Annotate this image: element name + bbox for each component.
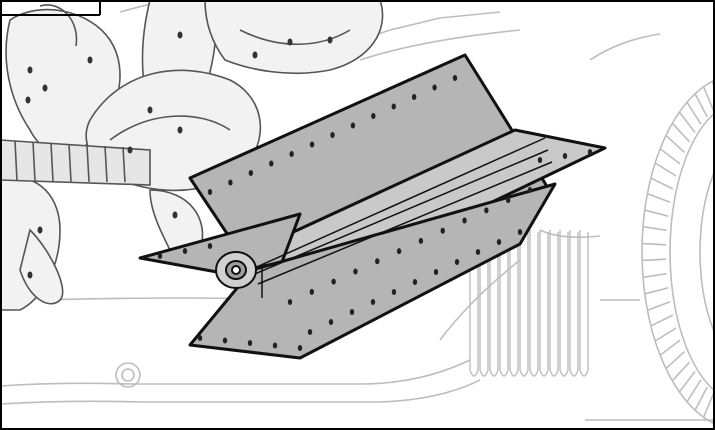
rotor-hole xyxy=(397,248,401,254)
housing-slat xyxy=(580,230,588,376)
rotor-hole xyxy=(223,338,227,344)
rotor-hole xyxy=(208,243,212,249)
rotor-hole xyxy=(350,309,354,315)
wheel-tread xyxy=(647,194,670,203)
wheel-tread xyxy=(645,210,668,216)
auger-hole xyxy=(328,37,333,44)
auger-hole xyxy=(28,67,33,74)
rotor-hole xyxy=(563,153,567,159)
rotor-hole xyxy=(538,157,542,163)
rotor-hole xyxy=(310,142,314,148)
wheel-tread xyxy=(642,244,666,245)
wheel-tread xyxy=(651,315,673,326)
wheel-tread xyxy=(655,328,676,341)
rotor-hole xyxy=(434,269,438,275)
wheel-tread xyxy=(679,112,695,132)
auger-hole xyxy=(288,39,293,46)
wheel-tread xyxy=(660,340,680,355)
rotor-hole xyxy=(330,132,334,138)
rotor-hole xyxy=(484,207,488,213)
rotor-hole xyxy=(273,343,277,349)
auger-hole xyxy=(178,127,183,134)
rotor-hole xyxy=(588,149,592,155)
shaft-hub-icon xyxy=(216,252,256,288)
rotor-hole xyxy=(441,228,445,234)
rotor-hole xyxy=(228,180,232,186)
rotor-hole xyxy=(198,335,202,341)
rotor-hole xyxy=(208,189,212,195)
wheel-tread xyxy=(672,362,689,381)
housing-wheel-icon xyxy=(642,74,715,430)
rotor-hole xyxy=(308,329,312,335)
rotor-hole xyxy=(497,239,501,245)
rotor-hole xyxy=(413,279,417,285)
auger-hole xyxy=(128,147,133,154)
rotor-hole xyxy=(310,289,314,295)
rotor-hole xyxy=(249,170,253,176)
rotor-hole xyxy=(375,258,379,264)
rotor-hole xyxy=(298,345,302,351)
rotor-hole xyxy=(455,259,459,265)
housing-slat xyxy=(570,230,578,376)
rotor-hole xyxy=(528,187,532,193)
rotor-hole xyxy=(371,299,375,305)
auger-hole xyxy=(253,52,258,59)
housing-slat xyxy=(550,230,558,376)
wheel-tread xyxy=(672,123,689,142)
housing-slat xyxy=(540,230,548,376)
rotor-hole xyxy=(371,113,375,119)
wheel-tread xyxy=(651,178,673,189)
auger-hole xyxy=(148,107,153,114)
wheel-tread xyxy=(687,102,701,124)
rotor-hole xyxy=(432,85,436,91)
wheel-tread xyxy=(666,135,685,152)
auger-hole xyxy=(178,32,183,39)
rotor-hole xyxy=(506,197,510,203)
rotor-hole xyxy=(329,319,333,325)
auger-hole xyxy=(26,97,31,104)
wheel-tread xyxy=(687,380,701,402)
auger-hole xyxy=(28,272,33,279)
wheel-tread xyxy=(655,163,676,176)
rotor-hole xyxy=(462,218,466,224)
housing-slat xyxy=(530,230,538,376)
wheel-tread xyxy=(645,288,668,294)
rotor-hole xyxy=(412,94,416,100)
housing-slat xyxy=(510,230,518,376)
rotor-hole xyxy=(518,229,522,235)
rotor-hole xyxy=(351,123,355,129)
rotor-hole xyxy=(269,161,273,167)
rotor-hole xyxy=(392,104,396,110)
rotor-hole xyxy=(392,289,396,295)
auger-hole xyxy=(38,227,43,234)
rotor-hole xyxy=(158,253,162,259)
rotor-hole xyxy=(331,279,335,285)
wheel-tread xyxy=(647,302,670,311)
wheel-tread xyxy=(643,227,667,231)
rotor-hole xyxy=(419,238,423,244)
wheel-tread xyxy=(642,259,666,260)
rotor-hole xyxy=(183,248,187,254)
auger-hole xyxy=(43,85,48,92)
rotor-hole xyxy=(248,340,252,346)
wheel-tread xyxy=(695,387,707,410)
wheel-tread xyxy=(666,352,685,369)
housing-slat xyxy=(520,230,528,376)
wheel-tread xyxy=(660,149,680,164)
rotor-hole xyxy=(289,151,293,157)
wheel-tread xyxy=(679,371,695,391)
auger-hole xyxy=(173,212,178,219)
housing-slat xyxy=(560,230,568,376)
auger-hole xyxy=(88,57,93,64)
rotor-hole xyxy=(288,299,292,305)
wheel-tread xyxy=(704,393,714,417)
rotor-hole xyxy=(476,249,480,255)
wheel-tread xyxy=(643,274,667,278)
rotor-hole xyxy=(353,268,357,274)
wheel-tread xyxy=(704,87,714,111)
wheel-tread xyxy=(695,94,707,117)
rotor-hole xyxy=(453,75,457,81)
